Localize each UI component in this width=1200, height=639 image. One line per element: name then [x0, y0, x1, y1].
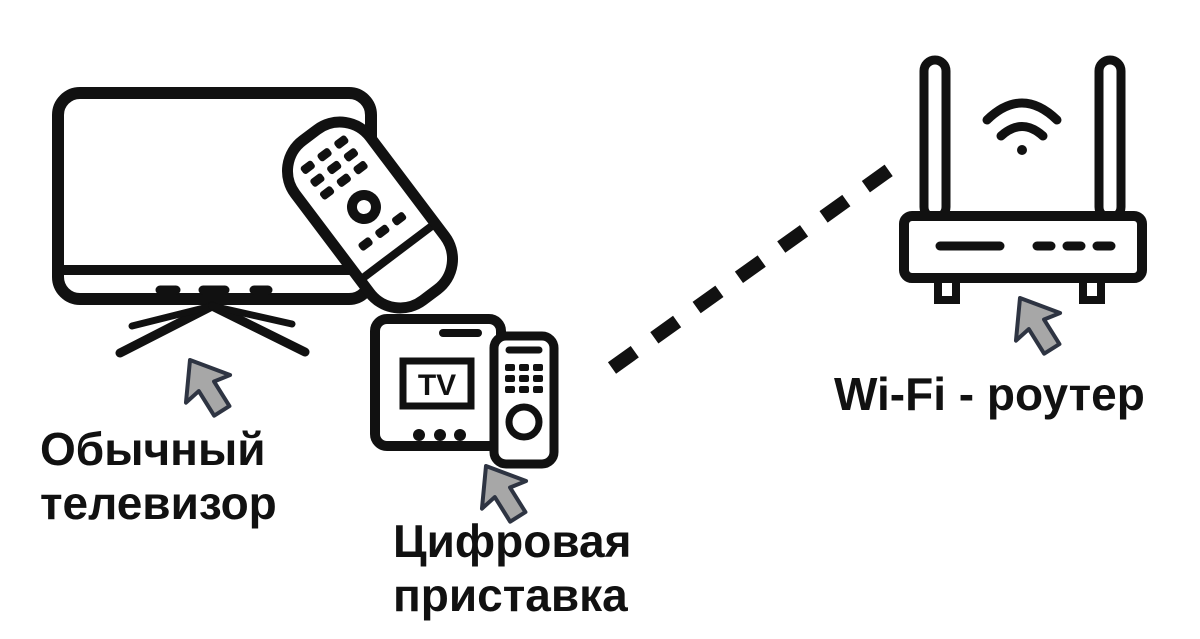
tv-label-line2: телевизор — [40, 477, 277, 529]
tv-label: Обычный телевизор — [40, 422, 277, 530]
small-remote-icon — [489, 331, 559, 469]
wireless-connection-line — [607, 162, 897, 374]
router-icon — [899, 55, 1147, 304]
set-top-box-label: Цифровая приставка — [393, 514, 631, 622]
tv-label-line1: Обычный — [40, 423, 266, 475]
set-top-box-icon: TV — [370, 314, 506, 451]
set-top-box-label-line2: приставка — [393, 569, 628, 621]
tv-screen-text: TV — [418, 369, 456, 402]
router-label: Wi-Fi - роутер — [834, 368, 1145, 420]
pointer-arrow-icon — [1013, 296, 1063, 356]
set-top-box-label-line1: Цифровая — [393, 515, 632, 567]
wifi-signal-icon — [982, 98, 1062, 155]
pointer-arrow-icon — [479, 464, 529, 524]
pointer-arrow-icon — [183, 358, 233, 418]
remote-icon — [281, 116, 459, 314]
